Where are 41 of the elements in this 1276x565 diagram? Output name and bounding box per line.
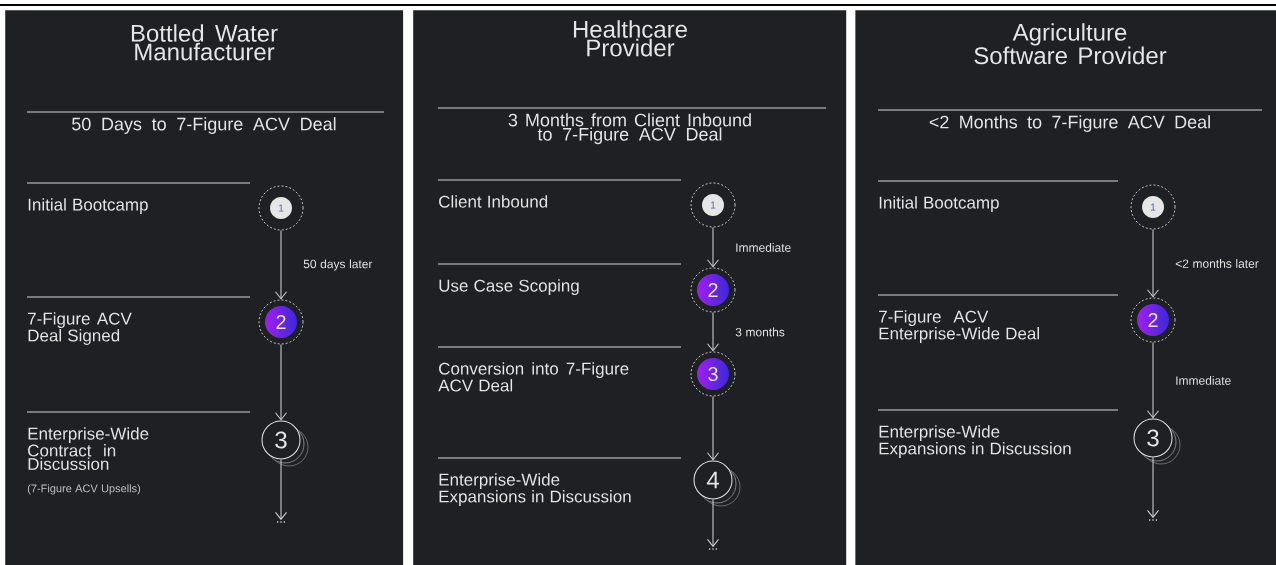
panel [413, 10, 847, 565]
ellipsis: ... [277, 521, 285, 523]
stacked-circles: 3 [261, 420, 309, 467]
step-label: Client Inbound [439, 195, 548, 208]
panel-title: Healthcare Provider [573, 20, 687, 57]
step-label: Enterprise-Wide Expansions in Discussion [439, 473, 631, 506]
step-label: Conversion into 7-Figure ACV Deal [438, 362, 629, 392]
ellipsis: ... [1149, 519, 1157, 521]
arrow [275, 459, 287, 520]
step-label: 7-Figure ACV Deal Signed [28, 312, 132, 345]
panel-title: Agriculture Software Provider [974, 23, 1167, 65]
step-label: Use Case Scoping [439, 279, 579, 296]
arrow [707, 311, 719, 352]
step-label: Enterprise-Wide Expansions in Discussion [879, 425, 1071, 458]
panel-subtitle: 3 Months from Client Inbound to 7-Figure ACV Deal [508, 113, 751, 145]
arrow [1147, 457, 1159, 518]
arrow [1147, 228, 1159, 298]
edge-label: 50 days later [302, 258, 374, 272]
edge-label: Immediate [1174, 375, 1233, 386]
stacked-circles: 4 [693, 460, 741, 507]
arrow [707, 395, 719, 461]
panel [5, 10, 404, 565]
step-note: (7-Figure ACV Upsells) [27, 484, 141, 495]
panel [855, 10, 1276, 565]
ellipsis: ... [709, 548, 717, 550]
arrow [1147, 341, 1159, 419]
stacked-circles: 3 [1133, 418, 1181, 465]
arrow [707, 226, 719, 268]
arrow [275, 343, 287, 421]
edge-label: 3 months [734, 326, 786, 338]
step-label: Enterprise-Wide Contract in Discussion [28, 427, 149, 470]
edge-label: Immediate [734, 242, 793, 253]
panel-subtitle: <2 Months to 7-Figure ACV Deal [929, 115, 1210, 132]
arrow [275, 229, 287, 300]
panel-title: Bottled Water Manufacturer [131, 24, 278, 61]
step-label: 7-Figure ACV Enterprise-Wide Deal [879, 310, 1039, 343]
arrow [707, 499, 719, 547]
panel-subtitle: 50 Days to 7-Figure ACV Deal [72, 117, 336, 134]
step-label: Initial Bootcamp [879, 196, 999, 213]
step-label: Initial Bootcamp [28, 198, 148, 215]
edge-label: <2 months later [1174, 258, 1260, 269]
